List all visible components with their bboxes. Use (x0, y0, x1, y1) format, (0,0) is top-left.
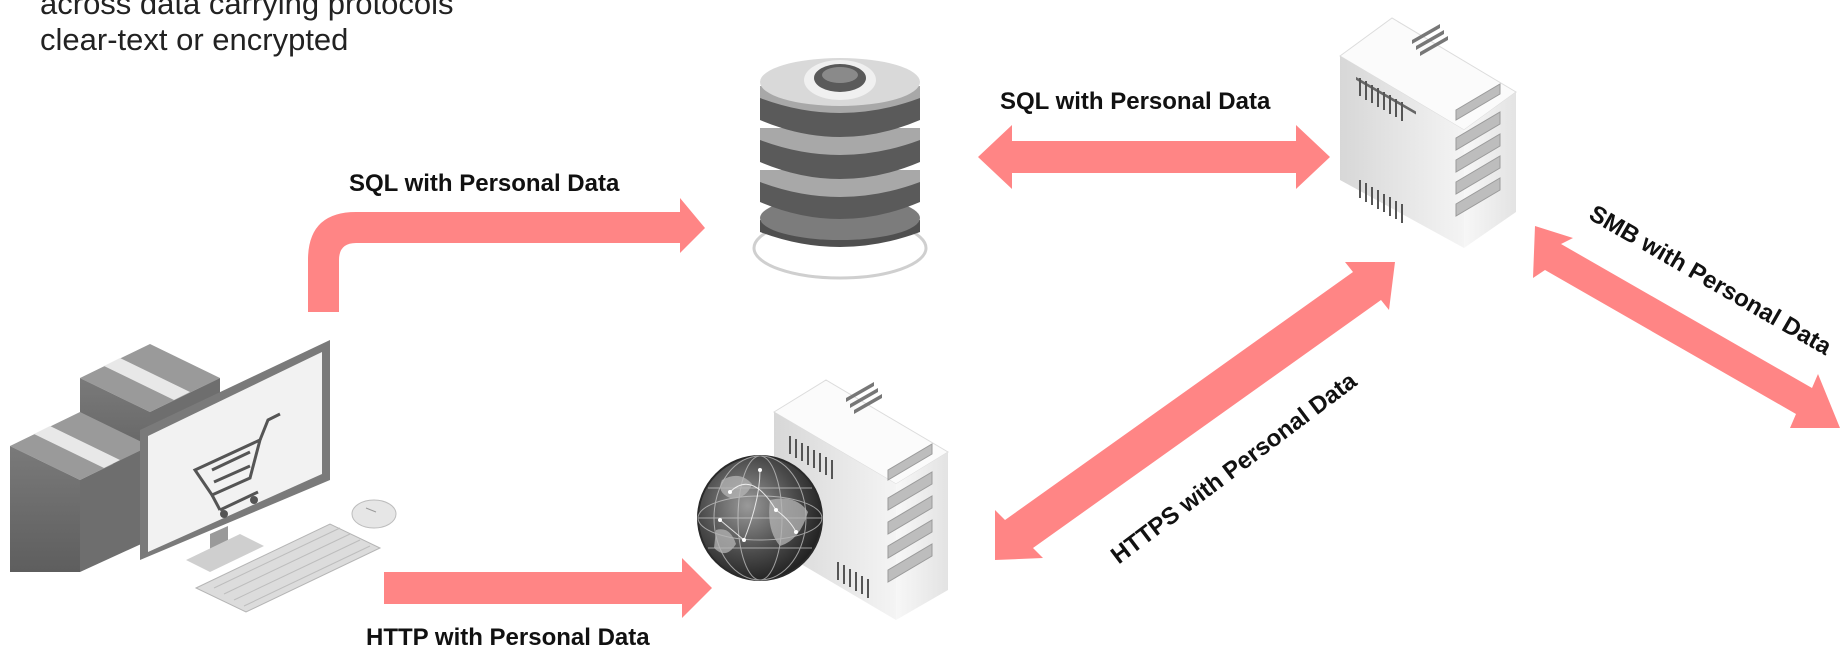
arrow-sql-client-to-db (308, 198, 705, 312)
intro-text: across data carrying protocols clear-tex… (40, 0, 454, 58)
intro-line-1: across data carrying protocols (40, 0, 454, 21)
globe-icon (697, 455, 823, 581)
label-sql-db-server: SQL with Personal Data (1000, 88, 1271, 115)
label-sql-client-db: SQL with Personal Data (349, 170, 620, 197)
arrow-sql-db-to-server (978, 125, 1330, 189)
label-http-client-web: HTTP with Personal Data (366, 624, 650, 651)
database-icon (752, 58, 928, 280)
app-server-icon (1339, 17, 1517, 248)
arrow-https-server-to-web (995, 262, 1395, 560)
arrow-http-client-to-web (384, 558, 712, 618)
arrow-smb-server-out (1533, 226, 1840, 428)
intro-line-2: clear-text or encrypted (40, 22, 349, 57)
client-shop-computer-icon (10, 340, 397, 613)
web-server-icon (773, 379, 949, 620)
